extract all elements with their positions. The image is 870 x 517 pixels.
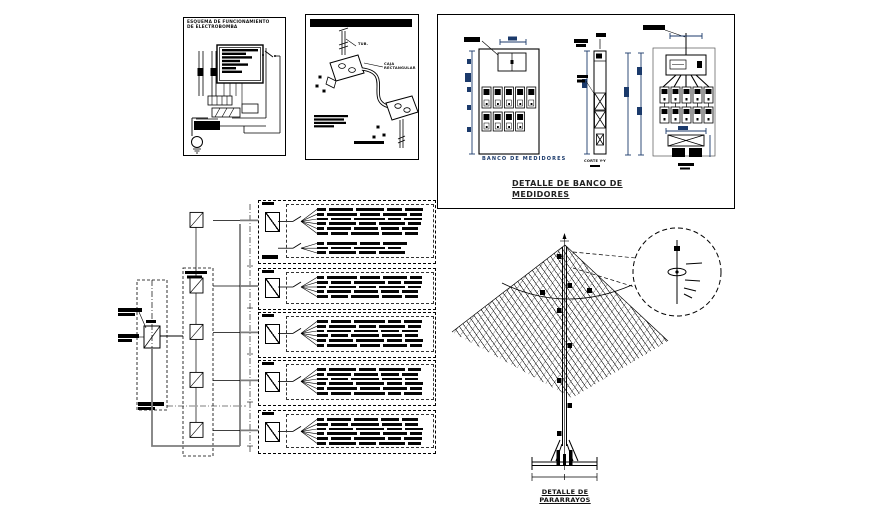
- kwh-meter-symbol: [265, 372, 280, 393]
- kwh-meter-symbol: [265, 212, 280, 233]
- single-line-diagram: [116, 196, 438, 458]
- circuit-row: [317, 324, 431, 329]
- circuit-row: [317, 338, 431, 343]
- breaker-fanout: [278, 242, 318, 254]
- circuit-row: [317, 422, 431, 427]
- distribution-panel-box: [258, 268, 436, 310]
- circuit-row: [317, 319, 431, 324]
- pararrayos-caption: DETALLE DE PARARRAYOS: [539, 488, 591, 505]
- circuit-row: [317, 207, 431, 212]
- circuit-row: [317, 436, 431, 441]
- distribution-panel-box: [258, 312, 436, 358]
- electrobomba-drawing: [191, 44, 281, 154]
- circuit-row: [317, 417, 431, 422]
- banco-medidores-drawing: [464, 25, 716, 170]
- panel-id-label: [262, 314, 274, 317]
- electrobomba-schematic-panel: ESQUEMA DE FUNCIONAMIENTO DE ELECTROBOMB…: [183, 17, 286, 156]
- circuit-row: [317, 275, 431, 280]
- panel-id-label: [262, 270, 274, 273]
- circuit-row: [317, 246, 431, 251]
- pump-conduit-detail-panel: TUB. CAJA RECTANGULAR: [305, 14, 419, 160]
- panel-inner-outline: [286, 414, 434, 448]
- kwh-meter-symbol: [265, 422, 280, 443]
- circuit-row: [317, 280, 431, 285]
- pararrayos-detail: DETALLE DE PARARRAYOS: [440, 227, 732, 516]
- distribution-panel-box: [258, 410, 436, 454]
- circuit-row: [317, 250, 431, 255]
- circuit-row: [317, 381, 431, 386]
- kwh-meter-symbol: [265, 324, 280, 345]
- corte-label: CORTE Y-Y: [584, 159, 606, 163]
- circuit-row: [317, 386, 431, 391]
- circuit-row: [317, 226, 431, 231]
- distribution-panel-box: [258, 200, 436, 264]
- panel-inner-outline: [286, 204, 434, 258]
- tub-label: TUB.: [358, 42, 369, 46]
- breaker-fanout: [278, 419, 318, 444]
- panel-note-bar: [262, 255, 278, 259]
- pararrayos-drawing: [451, 227, 722, 481]
- caja-rectangular-label: CAJA RECTANGULAR: [384, 62, 416, 70]
- circuit-row: [317, 372, 431, 377]
- circuit-row: [317, 427, 431, 432]
- circuit-row: [317, 289, 431, 294]
- circuit-row: [317, 391, 431, 396]
- breaker-fanout: [278, 321, 318, 346]
- single-line-base-drawing: [118, 204, 258, 457]
- panel-title-bar: [310, 19, 412, 27]
- kwh-meter-symbol: [265, 278, 280, 298]
- circuit-row: [317, 333, 431, 338]
- panel-id-label: [262, 202, 274, 205]
- breaker-fanout: [278, 209, 318, 234]
- circuit-row: [317, 221, 431, 226]
- circuit-row: [317, 377, 431, 382]
- circuit-row: [317, 241, 431, 246]
- panel-inner-outline: [286, 272, 434, 304]
- distribution-panel-box: [258, 360, 436, 406]
- banco-front-label: BANCO DE MEDIDORES: [482, 156, 567, 162]
- banco-caption: DETALLE DE BANCO DE MEDIDORES: [512, 179, 623, 199]
- circuit-row: [317, 285, 431, 290]
- circuit-row: [317, 343, 431, 348]
- circuit-row: [317, 441, 431, 446]
- breaker-fanout: [278, 369, 318, 394]
- panel-id-label: [262, 412, 274, 415]
- circuit-row: [317, 231, 431, 236]
- breaker-fanout: [278, 277, 318, 297]
- circuit-row: [317, 367, 431, 372]
- circuit-row: [317, 329, 431, 334]
- panel-id-label: [262, 362, 274, 365]
- electrobomba-title: ESQUEMA DE FUNCIONAMIENTO DE ELECTROBOMB…: [187, 20, 270, 31]
- circuit-row: [317, 431, 431, 436]
- panel-inner-outline: [286, 364, 434, 400]
- panel-inner-outline: [286, 316, 434, 352]
- circuit-row: [317, 217, 431, 222]
- circuit-row: [317, 212, 431, 217]
- banco-medidores-panel: BANCO DE MEDIDORES CORTE Y-Y DETALLE DE …: [437, 14, 735, 209]
- circuit-row: [317, 294, 431, 299]
- pump-conduit-drawing: [314, 27, 419, 148]
